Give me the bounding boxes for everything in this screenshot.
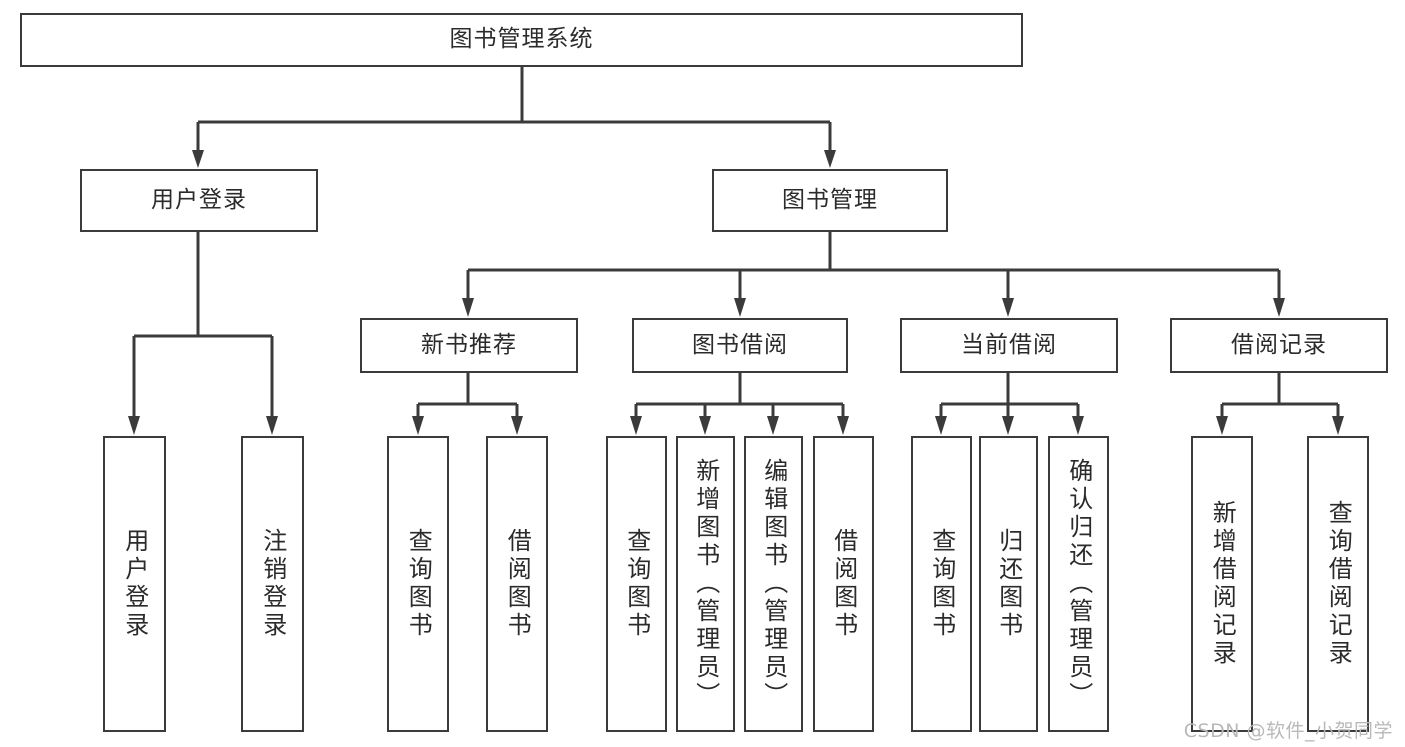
leaf-query-book-borrow[interactable]: 查询图书: [606, 436, 667, 732]
node-label: 当前借阅: [961, 331, 1057, 358]
connectors-userlogin-to-leaves: [132, 232, 274, 418]
node-label: 查询借阅记录: [1324, 500, 1353, 668]
leaf-return-book[interactable]: 归还图书: [979, 436, 1038, 732]
arrowheads-bookborrow-to-leaves: [630, 416, 849, 435]
arrowheads-bookmanage-to-level3: [462, 298, 1285, 317]
arrowheads-borrowrecord-to-leaves: [1216, 416, 1344, 435]
arrowheads-root-to-level2: [192, 150, 836, 168]
leaf-query-book-current[interactable]: 查询图书: [911, 436, 972, 732]
node-current-borrow[interactable]: 当前借阅: [900, 318, 1118, 373]
node-book-borrow[interactable]: 图书借阅: [632, 318, 848, 373]
leaf-confirm-return-admin[interactable]: 确认归还（管理员）: [1048, 436, 1109, 732]
node-label: 查询图书: [622, 528, 651, 640]
leaf-logout-login[interactable]: 注销登录: [241, 436, 304, 732]
connectors-borrowrecord-to-leaves: [1220, 373, 1340, 418]
connectors-root-to-level2: [196, 67, 832, 152]
node-label: 借阅记录: [1231, 331, 1327, 358]
node-borrow-record[interactable]: 借阅记录: [1170, 318, 1388, 373]
arrowheads-newbook-to-leaves: [412, 416, 523, 435]
node-label: 查询图书: [927, 528, 956, 640]
node-user-login[interactable]: 用户登录: [80, 169, 318, 232]
node-label: 新增借阅记录: [1208, 500, 1237, 668]
node-label: 确认归还（管理员）: [1064, 458, 1093, 710]
leaf-query-borrow-record[interactable]: 查询借阅记录: [1307, 436, 1369, 732]
node-label: 图书借阅: [692, 331, 788, 358]
connectors-newbook-to-leaves: [416, 373, 519, 418]
node-label: 用户登录: [120, 528, 149, 640]
node-label: 图书管理系统: [449, 26, 594, 53]
leaf-query-book-new-book[interactable]: 查询图书: [387, 436, 449, 732]
connectors-bookmanage-to-level3: [466, 232, 1281, 300]
leaf-user-login[interactable]: 用户登录: [103, 436, 166, 732]
node-label: 编辑图书（管理员）: [759, 458, 788, 710]
node-label: 注销登录: [258, 528, 287, 640]
node-label: 归还图书: [994, 528, 1023, 640]
node-new-book-recommend[interactable]: 新书推荐: [360, 318, 578, 373]
leaf-add-borrow-record[interactable]: 新增借阅记录: [1191, 436, 1253, 732]
node-label: 查询图书: [404, 528, 433, 640]
arrowheads-userlogin-to-leaves: [128, 416, 278, 435]
node-label: 新书推荐: [421, 331, 517, 358]
arrowheads-currentborrow-to-leaves: [935, 416, 1084, 435]
node-book-management[interactable]: 图书管理: [712, 169, 948, 232]
node-label: 新增图书（管理员）: [691, 458, 720, 710]
node-label: 图书管理: [782, 186, 878, 213]
node-label: 用户登录: [151, 186, 247, 213]
node-root-book-management-system[interactable]: 图书管理系统: [20, 13, 1023, 67]
node-label: 借阅图书: [829, 528, 858, 640]
leaf-borrow-book-new-book[interactable]: 借阅图书: [486, 436, 548, 732]
node-label: 借阅图书: [503, 528, 532, 640]
leaf-borrow-book-borrow[interactable]: 借阅图书: [813, 436, 874, 732]
connectors-bookborrow-to-leaves: [634, 373, 845, 418]
leaf-edit-book-admin[interactable]: 编辑图书（管理员）: [744, 436, 803, 732]
leaf-add-book-admin[interactable]: 新增图书（管理员）: [676, 436, 735, 732]
connectors-currentborrow-to-leaves: [939, 373, 1080, 418]
